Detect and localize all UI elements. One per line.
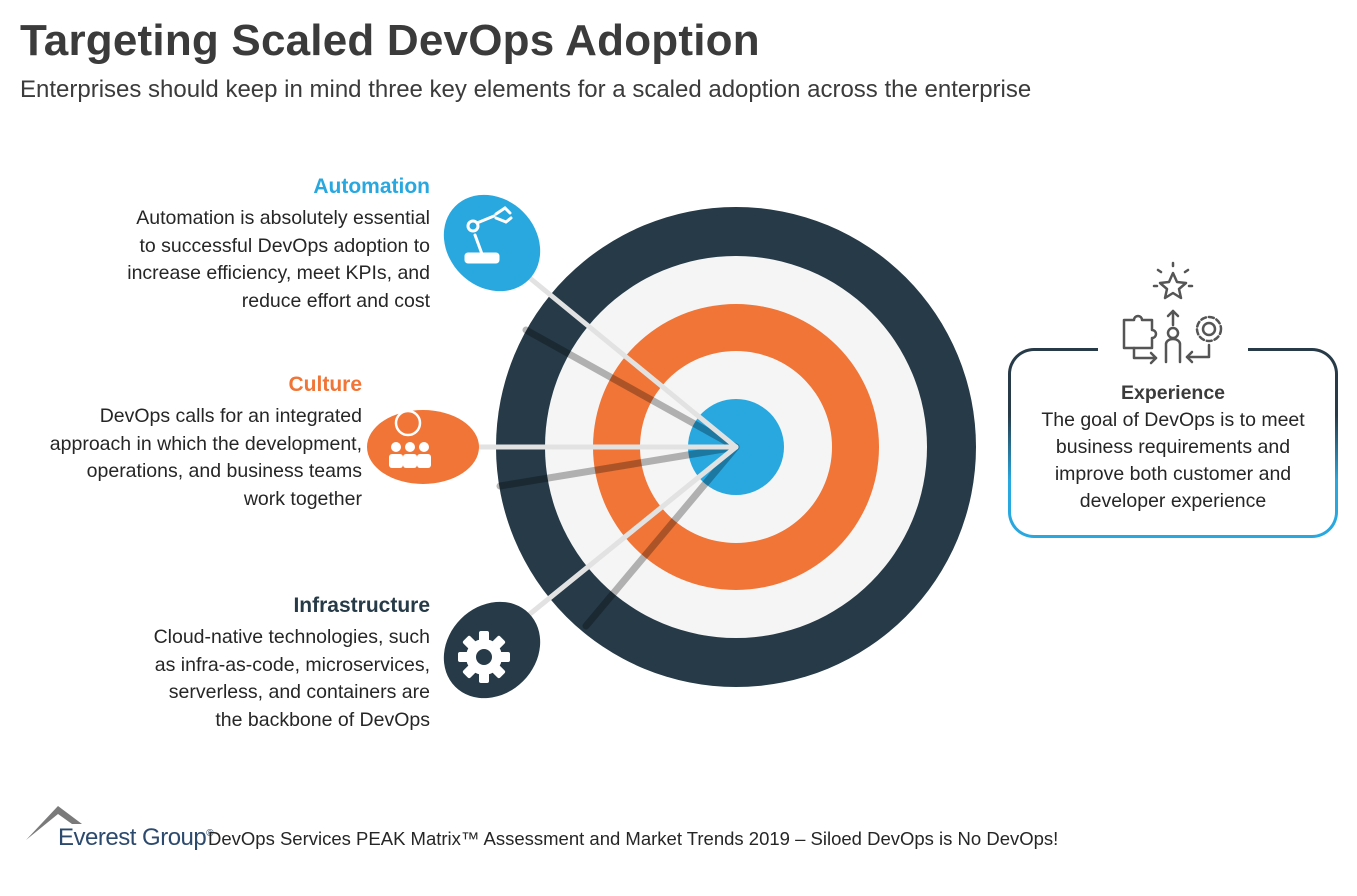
automation-dart-flight [443, 194, 541, 292]
automation-line: Automation is absolutely essential [136, 207, 430, 229]
automation-dart-shaft [517, 267, 739, 450]
experience-line: developer experience [1079, 490, 1267, 512]
logo-registered-mark: ® [206, 828, 214, 839]
automation-heading: Automation [313, 175, 430, 198]
infrastructure-block: Infrastructure Cloud-native technologies… [100, 594, 430, 734]
everest-group-logo: Everest Group® [58, 824, 214, 852]
experience-description: The goal of DevOps is to meet business r… [1008, 407, 1338, 515]
infrastructure-description: Cloud-native technologies, such as infra… [100, 624, 430, 734]
culture-heading: Culture [288, 373, 363, 396]
experience-box [1008, 348, 1338, 538]
footer: Everest Group® DevOps Services PEAK Matr… [24, 800, 1324, 860]
culture-line: operations, and business teams [86, 460, 362, 482]
culture-description: DevOps calls for an integrated approach … [10, 403, 362, 513]
experience-line: improve both customer and [1054, 463, 1292, 485]
automation-line: to successful DevOps adoption to [139, 234, 431, 257]
robot-arm-icon [464, 206, 513, 264]
automation-line: increase efficiency, meet KPIs, and [127, 262, 430, 284]
culture-line: DevOps calls for an integrated [99, 405, 362, 427]
infrastructure-line: as infra-as-code, microservices, [154, 653, 430, 676]
experience-line: business requirements and [1055, 436, 1291, 458]
page-title: Targeting Scaled DevOps Adoption [20, 16, 760, 65]
everest-group-logo-mountain-icon [26, 806, 82, 840]
culture-line: approach in which the development, [49, 432, 362, 455]
experience-line: The goal of DevOps is to meet [1041, 409, 1305, 431]
culture-line: work together [243, 487, 362, 510]
infrastructure-heading: Infrastructure [293, 594, 430, 617]
infrastructure-line: Cloud-native technologies, such [153, 626, 430, 648]
team-discussion-icon [389, 409, 431, 468]
automation-description: Automation is absolutely essential to su… [90, 205, 430, 315]
culture-block: Culture DevOps calls for an integrated a… [10, 373, 362, 513]
gear-icon [458, 631, 510, 683]
infrastructure-dart-shaft [517, 444, 739, 625]
page-subtitle: Enterprises should keep in mind three ke… [20, 76, 1032, 103]
experience-heading: Experience [1120, 382, 1226, 404]
automation-block: Automation Automation is absolutely esse… [90, 175, 430, 315]
footer-caption: DevOps Services PEAK Matrix™ Assessment … [208, 828, 1059, 849]
experience-text: Experience The goal of DevOps is to meet… [1008, 382, 1338, 515]
automation-line: reduce effort and cost [241, 289, 430, 312]
logo-name: Everest Group [58, 824, 207, 851]
infrastructure-line: the backbone of DevOps [215, 708, 430, 731]
infrastructure-line: serverless, and containers are [168, 681, 430, 703]
